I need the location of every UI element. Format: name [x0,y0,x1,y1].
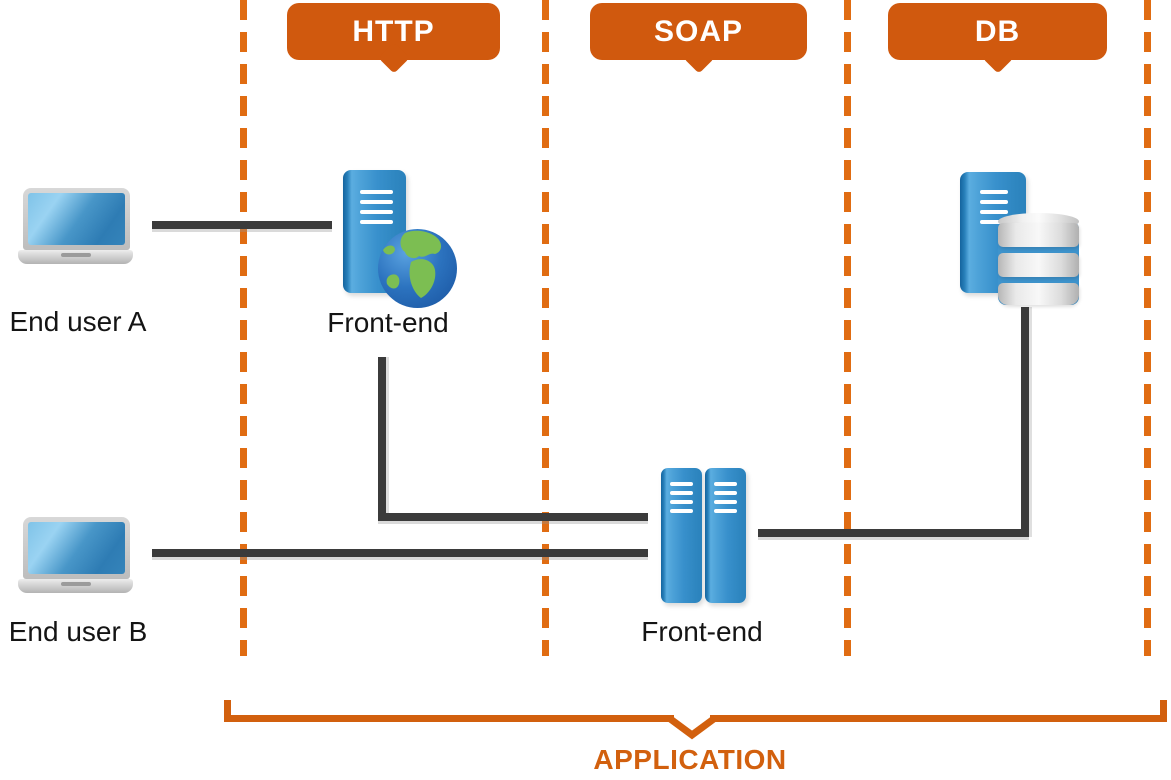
laptop-icon [18,188,133,266]
server-tower [661,468,702,603]
cylinder-disc [998,253,1079,277]
connector-db-down [1021,307,1029,537]
laptop-notch [60,582,91,586]
end-user-b-label: End user B [8,616,148,647]
laptop-display [28,193,125,245]
protocol-badge-soap: SOAP [590,3,807,74]
server-vents [360,190,393,230]
vent-line [670,482,693,486]
connector-usera-webfrontend [152,221,332,229]
lane-divider-3 [844,0,851,656]
connector-appfrontend-db [758,529,1029,537]
connector-webfrontend-down [378,357,386,521]
vent-line [980,200,1008,204]
vent-line [714,491,737,495]
vent-line [980,220,1008,224]
vent-line [980,210,1008,214]
double-server-icon [661,468,746,603]
database-cylinder-icon [996,213,1081,306]
bracket-line-left [224,715,674,722]
vent-line [714,509,737,513]
vent-line [714,500,737,504]
laptop-base [18,579,133,593]
vent-line [714,482,737,486]
vent-line [360,190,393,194]
server-vents [980,190,1008,230]
bracket-left-tick [224,700,231,722]
globe-icon [378,229,457,308]
laptop-base [18,250,133,264]
server-tower [705,468,746,603]
server-vents [714,482,737,519]
end-user-a-label: End user A [9,306,147,337]
cylinder-disc [998,283,1079,305]
laptop-notch [60,253,91,257]
badge-label-http: HTTP [352,14,435,48]
vent-line [980,190,1008,194]
vent-line [670,491,693,495]
badge-label-soap: SOAP [653,14,744,48]
lane-divider-4 [1144,0,1151,656]
cylinder-disc [998,223,1079,247]
vent-line [670,500,693,504]
laptop-icon [18,517,133,595]
laptop-screen [23,188,130,250]
application-label: APPLICATION [593,744,787,775]
vent-line [360,200,393,204]
server-globe-icon [343,170,406,293]
laptop-screen [23,517,130,579]
vent-line [360,210,393,214]
protocol-badge-db: DB [888,3,1107,74]
protocol-badge-http: HTTP [287,3,500,74]
vent-line [360,220,393,224]
laptop-display [28,522,125,574]
badge-label-db: DB [974,14,1021,48]
app-frontend-label: Front-end [641,616,763,647]
connector-userb-appfrontend [152,549,648,557]
vent-line [670,509,693,513]
lane-divider-2 [542,0,549,656]
bracket-line-right [710,715,1167,722]
server-vents [670,482,693,519]
bracket-chevron-icon [668,715,716,740]
bracket-right-tick [1160,700,1167,722]
web-frontend-label: Front-end [327,307,449,338]
lane-divider-1 [240,0,247,656]
connector-webfrontend-appfrontend [378,513,648,521]
